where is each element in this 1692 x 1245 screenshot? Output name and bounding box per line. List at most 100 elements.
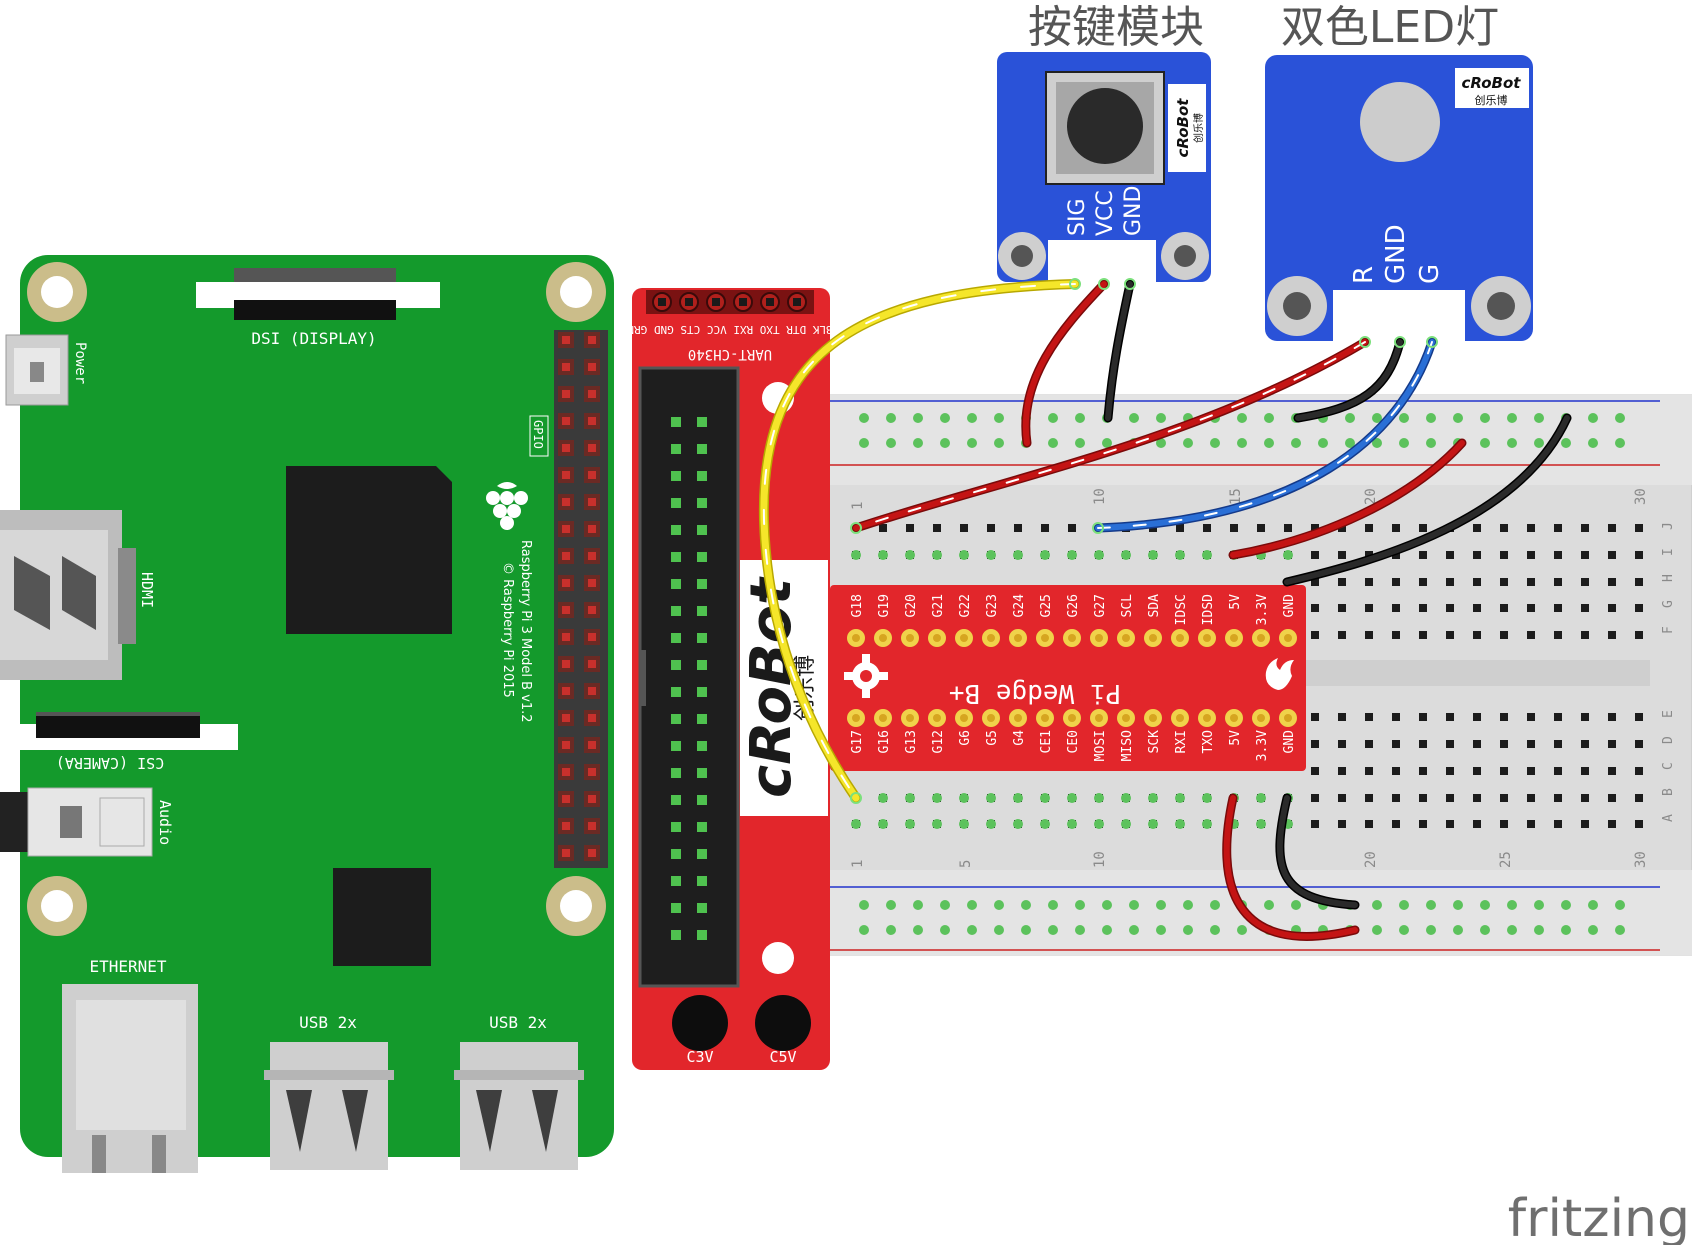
bb-hole[interactable]	[1527, 740, 1535, 748]
bb-hole[interactable]	[1554, 820, 1562, 828]
bb-hole[interactable]	[1392, 740, 1400, 748]
bb-hole[interactable]	[1500, 713, 1508, 721]
bb-hole[interactable]	[1338, 794, 1346, 802]
bb-hole[interactable]	[1635, 794, 1643, 802]
bb-hole[interactable]	[1311, 713, 1319, 721]
bb-rail-hole[interactable]	[1507, 413, 1517, 423]
bb-rail-hole[interactable]	[1588, 900, 1598, 910]
bb-active-hole[interactable]	[1256, 793, 1266, 803]
bb-hole[interactable]	[1392, 767, 1400, 775]
bb-rail-hole[interactable]	[859, 438, 869, 448]
bb-hole[interactable]	[1365, 713, 1373, 721]
bb-active-hole[interactable]	[878, 550, 888, 560]
bb-rail-hole[interactable]	[1156, 438, 1166, 448]
bb-rail-hole[interactable]	[913, 413, 923, 423]
bb-hole[interactable]	[1527, 604, 1535, 612]
bb-rail-hole[interactable]	[1615, 925, 1625, 935]
bb-active-hole[interactable]	[932, 550, 942, 560]
bb-active-hole[interactable]	[905, 550, 915, 560]
bb-rail-hole[interactable]	[1237, 438, 1247, 448]
bb-hole[interactable]	[1257, 524, 1265, 532]
bb-active-hole[interactable]	[878, 819, 888, 829]
bb-rail-hole[interactable]	[1318, 438, 1328, 448]
bb-hole[interactable]	[1500, 578, 1508, 586]
bb-hole[interactable]	[879, 524, 887, 532]
bb-rail-hole[interactable]	[1399, 413, 1409, 423]
bb-active-hole[interactable]	[1283, 550, 1293, 560]
bb-hole[interactable]	[1581, 794, 1589, 802]
bb-rail-hole[interactable]	[1507, 925, 1517, 935]
bb-rail-hole[interactable]	[1372, 438, 1382, 448]
bb-rail-hole[interactable]	[940, 438, 950, 448]
bb-rail-hole[interactable]	[1426, 438, 1436, 448]
bb-hole[interactable]	[1392, 713, 1400, 721]
bb-hole[interactable]	[1527, 551, 1535, 559]
bb-hole[interactable]	[1446, 794, 1454, 802]
bb-hole[interactable]	[960, 524, 968, 532]
bb-hole[interactable]	[1311, 794, 1319, 802]
bb-active-hole[interactable]	[932, 793, 942, 803]
bb-rail-hole[interactable]	[1291, 900, 1301, 910]
bb-active-hole[interactable]	[1175, 819, 1185, 829]
bb-hole[interactable]	[1500, 604, 1508, 612]
bb-rail-hole[interactable]	[1156, 413, 1166, 423]
bb-hole[interactable]	[1446, 631, 1454, 639]
bb-hole[interactable]	[1419, 740, 1427, 748]
bb-hole[interactable]	[1554, 551, 1562, 559]
bb-active-hole[interactable]	[1175, 550, 1185, 560]
bb-rail-hole[interactable]	[967, 413, 977, 423]
bb-hole[interactable]	[1473, 767, 1481, 775]
bb-active-hole[interactable]	[1067, 550, 1077, 560]
bb-active-hole[interactable]	[1094, 819, 1104, 829]
bb-hole[interactable]	[1581, 551, 1589, 559]
bb-hole[interactable]	[1581, 740, 1589, 748]
bb-hole[interactable]	[1311, 767, 1319, 775]
bb-hole[interactable]	[1608, 820, 1616, 828]
bb-active-hole[interactable]	[1148, 819, 1158, 829]
bb-active-hole[interactable]	[1040, 793, 1050, 803]
bb-active-hole[interactable]	[932, 819, 942, 829]
bb-active-hole[interactable]	[1040, 819, 1050, 829]
bb-active-hole[interactable]	[1013, 793, 1023, 803]
bb-rail-hole[interactable]	[1237, 925, 1247, 935]
bb-hole[interactable]	[1473, 713, 1481, 721]
bb-rail-hole[interactable]	[886, 900, 896, 910]
bb-rail-hole[interactable]	[1264, 413, 1274, 423]
bb-rail-hole[interactable]	[1183, 438, 1193, 448]
bb-hole[interactable]	[1473, 740, 1481, 748]
bb-rail-hole[interactable]	[1129, 900, 1139, 910]
bb-hole[interactable]	[1527, 820, 1535, 828]
bb-hole[interactable]	[1554, 524, 1562, 532]
bb-rail-hole[interactable]	[1480, 438, 1490, 448]
bb-hole[interactable]	[1608, 631, 1616, 639]
bb-rail-hole[interactable]	[1561, 900, 1571, 910]
bb-active-hole[interactable]	[1094, 550, 1104, 560]
bb-hole[interactable]	[1392, 524, 1400, 532]
bb-rail-hole[interactable]	[1534, 900, 1544, 910]
bb-hole[interactable]	[1419, 820, 1427, 828]
bb-hole[interactable]	[1284, 524, 1292, 532]
bb-active-hole[interactable]	[905, 819, 915, 829]
bb-hole[interactable]	[1500, 767, 1508, 775]
bb-hole[interactable]	[1500, 820, 1508, 828]
bb-hole[interactable]	[1338, 767, 1346, 775]
bb-active-hole[interactable]	[986, 550, 996, 560]
bb-rail-hole[interactable]	[1048, 925, 1058, 935]
bb-hole[interactable]	[1608, 794, 1616, 802]
bb-hole[interactable]	[1014, 524, 1022, 532]
bb-active-hole[interactable]	[959, 793, 969, 803]
bb-rail-hole[interactable]	[1480, 900, 1490, 910]
bb-hole[interactable]	[1527, 524, 1535, 532]
bb-hole[interactable]	[1365, 631, 1373, 639]
bb-hole[interactable]	[1635, 524, 1643, 532]
bb-hole[interactable]	[1446, 578, 1454, 586]
bb-active-hole[interactable]	[1013, 550, 1023, 560]
bb-rail-hole[interactable]	[1561, 925, 1571, 935]
bb-rail-hole[interactable]	[1561, 438, 1571, 448]
bb-active-hole[interactable]	[1175, 793, 1185, 803]
bb-hole[interactable]	[1311, 524, 1319, 532]
bb-rail-hole[interactable]	[940, 925, 950, 935]
bb-active-hole[interactable]	[851, 550, 861, 560]
bb-hole[interactable]	[1311, 551, 1319, 559]
bb-hole[interactable]	[1635, 713, 1643, 721]
